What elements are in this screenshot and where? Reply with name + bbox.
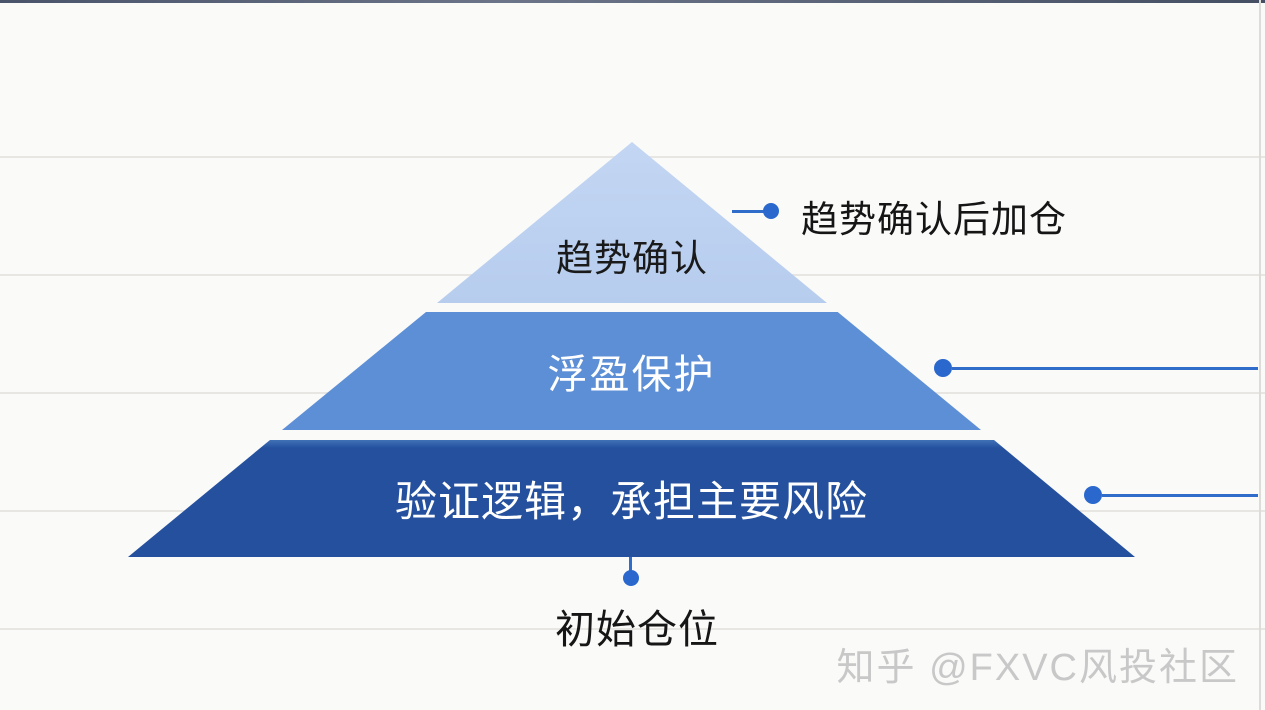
slide-top-border [0,0,1265,3]
tier-top-label: 趋势确认 [556,238,708,279]
watermark-text: 知乎 @FXVC风投社区 [836,647,1239,689]
callout-middle-dot [934,359,952,377]
slide-right-border [1259,0,1261,710]
callout-bottom-dot [1084,486,1102,504]
callout-top-dot [763,203,779,219]
ruled-line [0,628,1265,630]
tier-bottom-label: 验证逻辑，承担主要风险 [394,478,868,525]
callout-base-dot [623,570,639,586]
callout-base-line [629,557,632,571]
pyramid-tier-top: 趋势确认 [437,142,827,303]
pyramid-tier-bottom: 验证逻辑，承担主要风险 [128,440,1135,557]
callout-top-label: 趋势确认后加仓 [801,199,1067,240]
callout-top-line [732,210,764,213]
callout-bottom-line [1102,494,1258,497]
pyramid-tier-middle: 浮盈保护 [282,312,981,430]
tier-middle-label: 浮盈保护 [547,353,716,397]
callout-middle-line [952,367,1258,370]
callout-base-label: 初始仓位 [555,608,719,652]
